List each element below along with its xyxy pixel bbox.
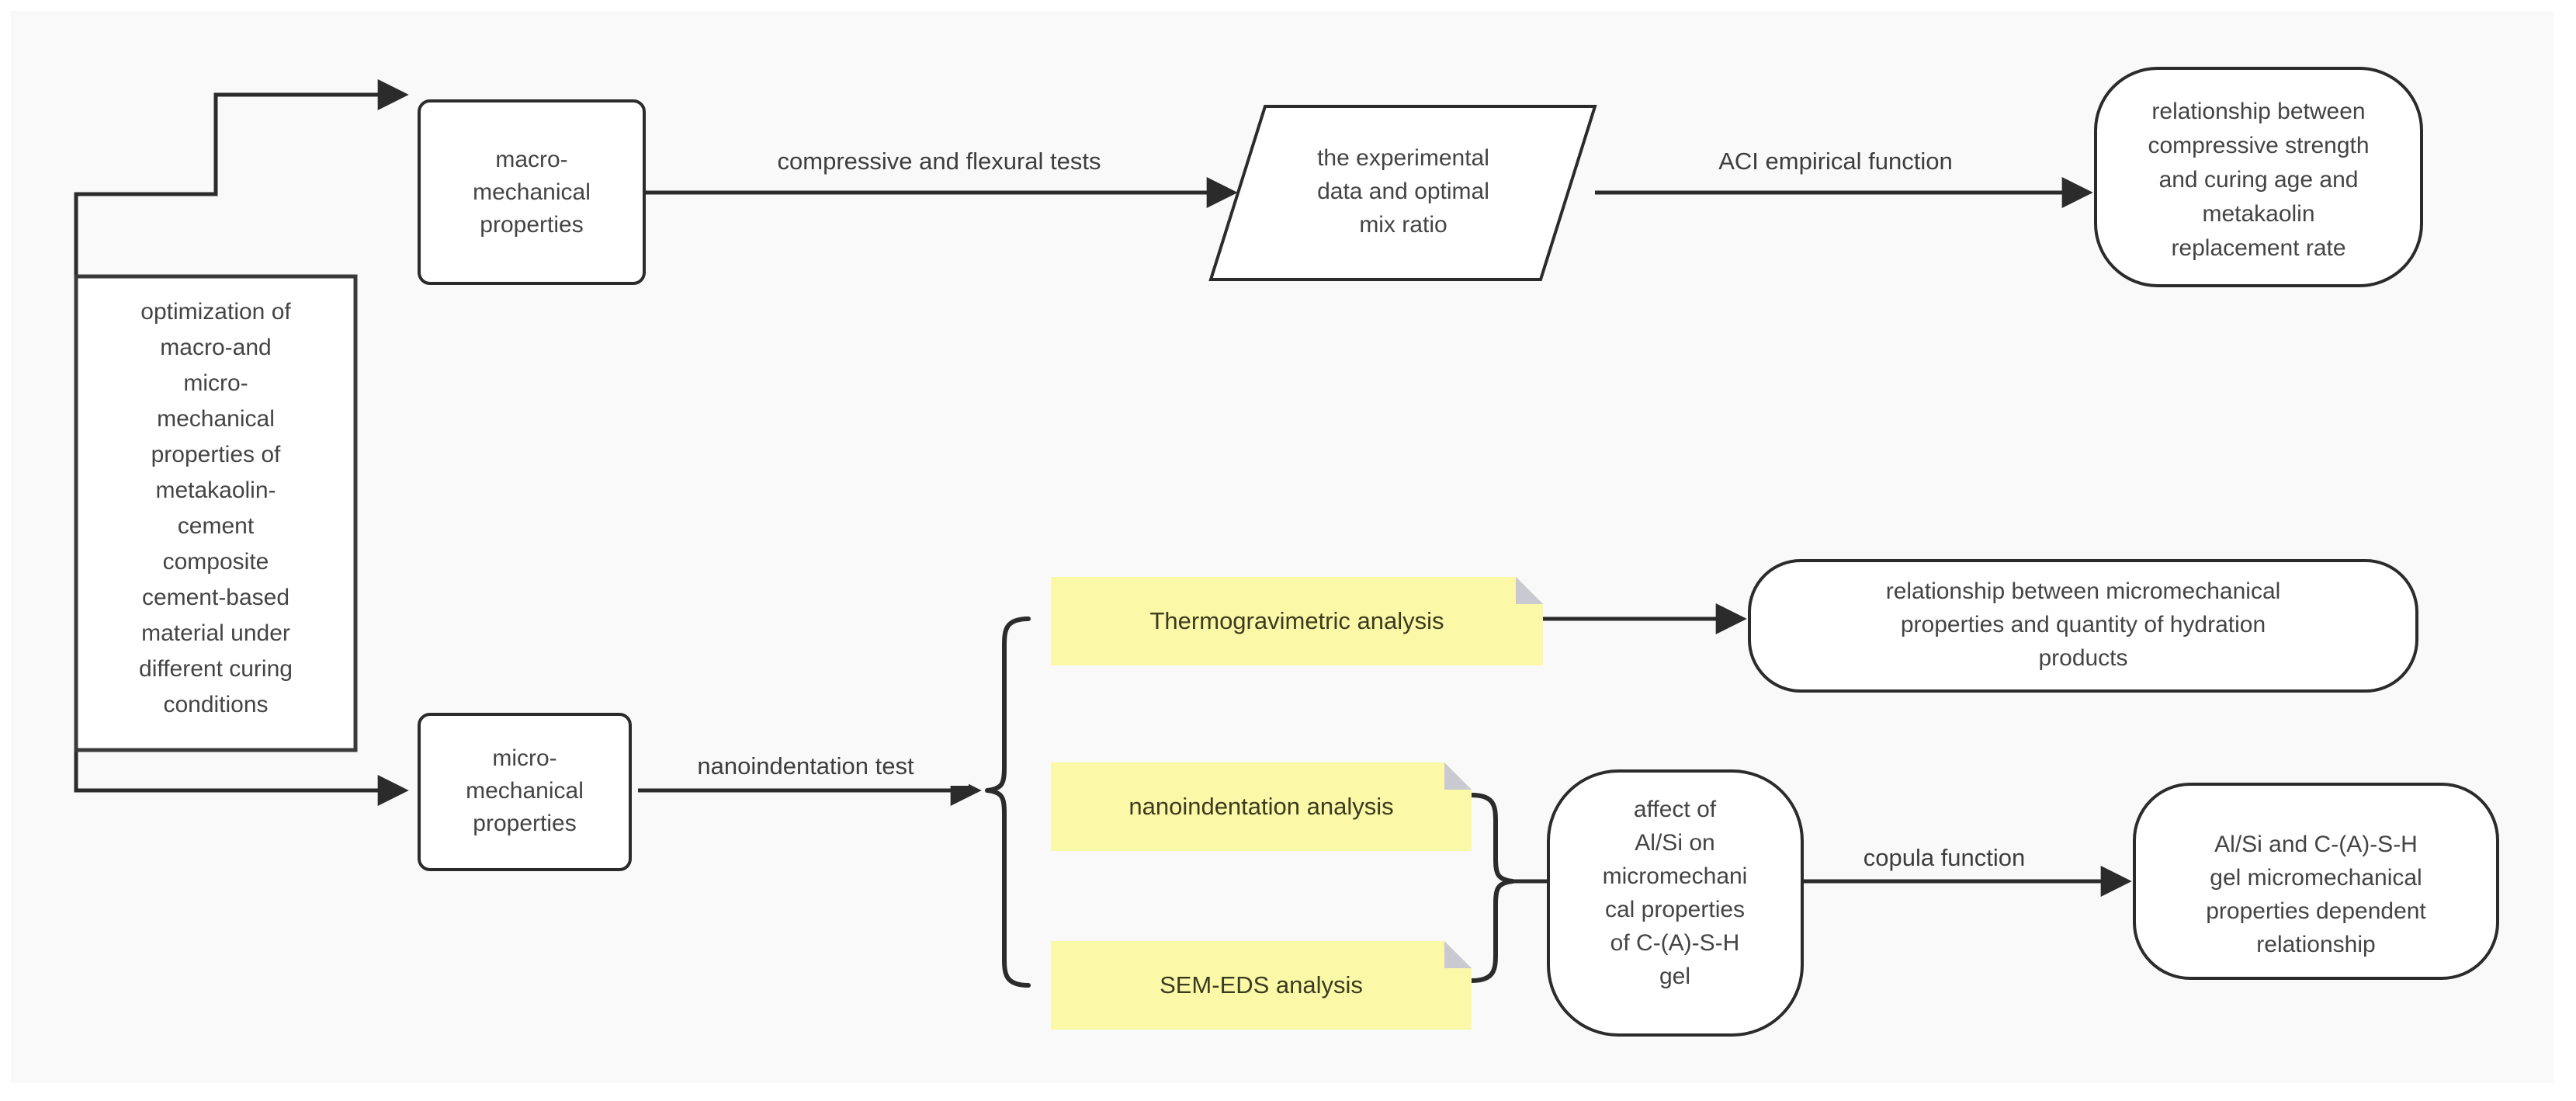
- node-micro-line-1: mechanical: [466, 778, 584, 804]
- node-relcomp-line-4: replacement rate: [2171, 235, 2345, 261]
- node-root-line-8: cement-based: [142, 585, 289, 610]
- edge-label-nanoindentation-test-text: nanoindentation test: [697, 752, 914, 780]
- node-alsi-line-4: of C-(A)-S-H: [1610, 930, 1740, 956]
- edge-root-to-micro: [74, 730, 409, 806]
- edge-label-aci-empirical-function: ACI empirical function: [1653, 144, 2018, 181]
- node-root-line-6: cement: [178, 513, 255, 539]
- node-relcomp-line-1: compressive strength: [2148, 133, 2369, 158]
- edge-root-to-macro: [74, 79, 409, 295]
- node-relmicro-line-0: relationship between micromechanical: [1886, 578, 2281, 604]
- edge-label-copula-function-text: copula function: [1864, 844, 2026, 871]
- node-macro-line-1: mechanical: [473, 179, 591, 205]
- node-dependent-line-3: relationship: [2256, 932, 2375, 957]
- node-relcomp-line-2: and curing age and: [2159, 167, 2359, 193]
- node-alsi-line-3: cal properties: [1605, 897, 1745, 922]
- brace-nano-semeds-group: [1469, 793, 1548, 983]
- node-macro-mechanical-properties[interactable]: macro- mechanical properties: [418, 99, 646, 285]
- node-alsi-line-1: Al/Si on: [1635, 830, 1714, 856]
- node-alsi-line-5: gel: [1659, 964, 1690, 989]
- node-root-line-5: metakaolin-: [155, 478, 276, 503]
- node-root-line-9: material under: [141, 620, 290, 646]
- node-relationship-compressive-strength[interactable]: relationship between compressive strengt…: [2094, 67, 2423, 287]
- node-alsi-line-2: micromechani: [1603, 863, 1748, 889]
- node-root-line-10: different curing: [139, 656, 293, 682]
- note-sem-eds-analysis[interactable]: SEM-EDS analysis: [1051, 941, 1472, 1030]
- node-dependent-line-0: Al/Si and C-(A)-S-H: [2214, 832, 2418, 857]
- edge-label-compressive-flexural-tests: compressive and flexural tests: [706, 144, 1172, 181]
- node-alsi-csh-dependent-relationship[interactable]: Al/Si and C-(A)-S-H gel micromechanical …: [2133, 783, 2499, 980]
- note-nano-label: nanoindentation analysis: [1129, 793, 1393, 820]
- node-root-line-3: mechanical: [157, 406, 275, 432]
- node-dependent-line-2: properties dependent: [2206, 898, 2426, 924]
- node-root-line-7: composite: [163, 549, 269, 575]
- node-micro-line-2: properties: [473, 811, 576, 836]
- node-relmicro-line-1: properties and quantity of hydration: [1901, 612, 2266, 637]
- node-expdata-line-1: data and optimal: [1317, 179, 1489, 204]
- node-root-line-2: micro-: [183, 370, 248, 396]
- node-relcomp-line-0: relationship between: [2151, 99, 2365, 124]
- node-expdata-line-0: the experimental: [1317, 145, 1489, 171]
- node-relmicro-line-2: products: [2038, 645, 2127, 671]
- edge-label-compressive-flexural-tests-text: compressive and flexural tests: [778, 148, 1101, 175]
- edge-label-nanoindentation-test: nanoindentation test: [643, 750, 969, 786]
- node-root-line-0: optimization of: [140, 299, 291, 325]
- node-affect-alsi-micromechanical[interactable]: affect of Al/Si on micromechani cal prop…: [1547, 769, 1804, 1037]
- node-experimental-data-mix-ratio[interactable]: the experimental data and optimal mix ra…: [1208, 105, 1597, 281]
- edge-label-aci-empirical-function-text: ACI empirical function: [1718, 148, 1953, 175]
- node-expdata-line-2: mix ratio: [1359, 212, 1447, 238]
- node-relationship-micromechanical-hydration[interactable]: relationship between micromechanical pro…: [1748, 559, 2418, 693]
- node-macro-line-2: properties: [480, 212, 583, 238]
- edge-label-copula-function: copula function: [1805, 842, 2084, 877]
- node-micro-mechanical-properties[interactable]: micro- mechanical properties: [418, 713, 632, 871]
- node-root-line-4: properties of: [151, 442, 281, 467]
- note-tga-label: Thermogravimetric analysis: [1150, 607, 1444, 634]
- note-nanoindentation-analysis[interactable]: nanoindentation analysis: [1051, 762, 1472, 851]
- node-micro-line-0: micro-: [492, 745, 556, 771]
- note-thermogravimetric-analysis[interactable]: Thermogravimetric analysis: [1051, 577, 1543, 665]
- node-macro-line-0: macro-: [495, 147, 567, 172]
- node-alsi-line-0: affect of: [1634, 797, 1717, 822]
- node-dependent-line-1: gel micromechanical: [2210, 865, 2422, 891]
- node-root[interactable]: optimization of macro-and micro- mechani…: [74, 274, 358, 752]
- node-root-line-11: conditions: [163, 692, 268, 717]
- note-semeds-label: SEM-EDS analysis: [1160, 971, 1363, 999]
- node-relcomp-line-3: metakaolin: [2202, 201, 2314, 227]
- node-root-line-1: macro-and: [160, 335, 271, 360]
- brace-analysis-group: [985, 616, 1031, 988]
